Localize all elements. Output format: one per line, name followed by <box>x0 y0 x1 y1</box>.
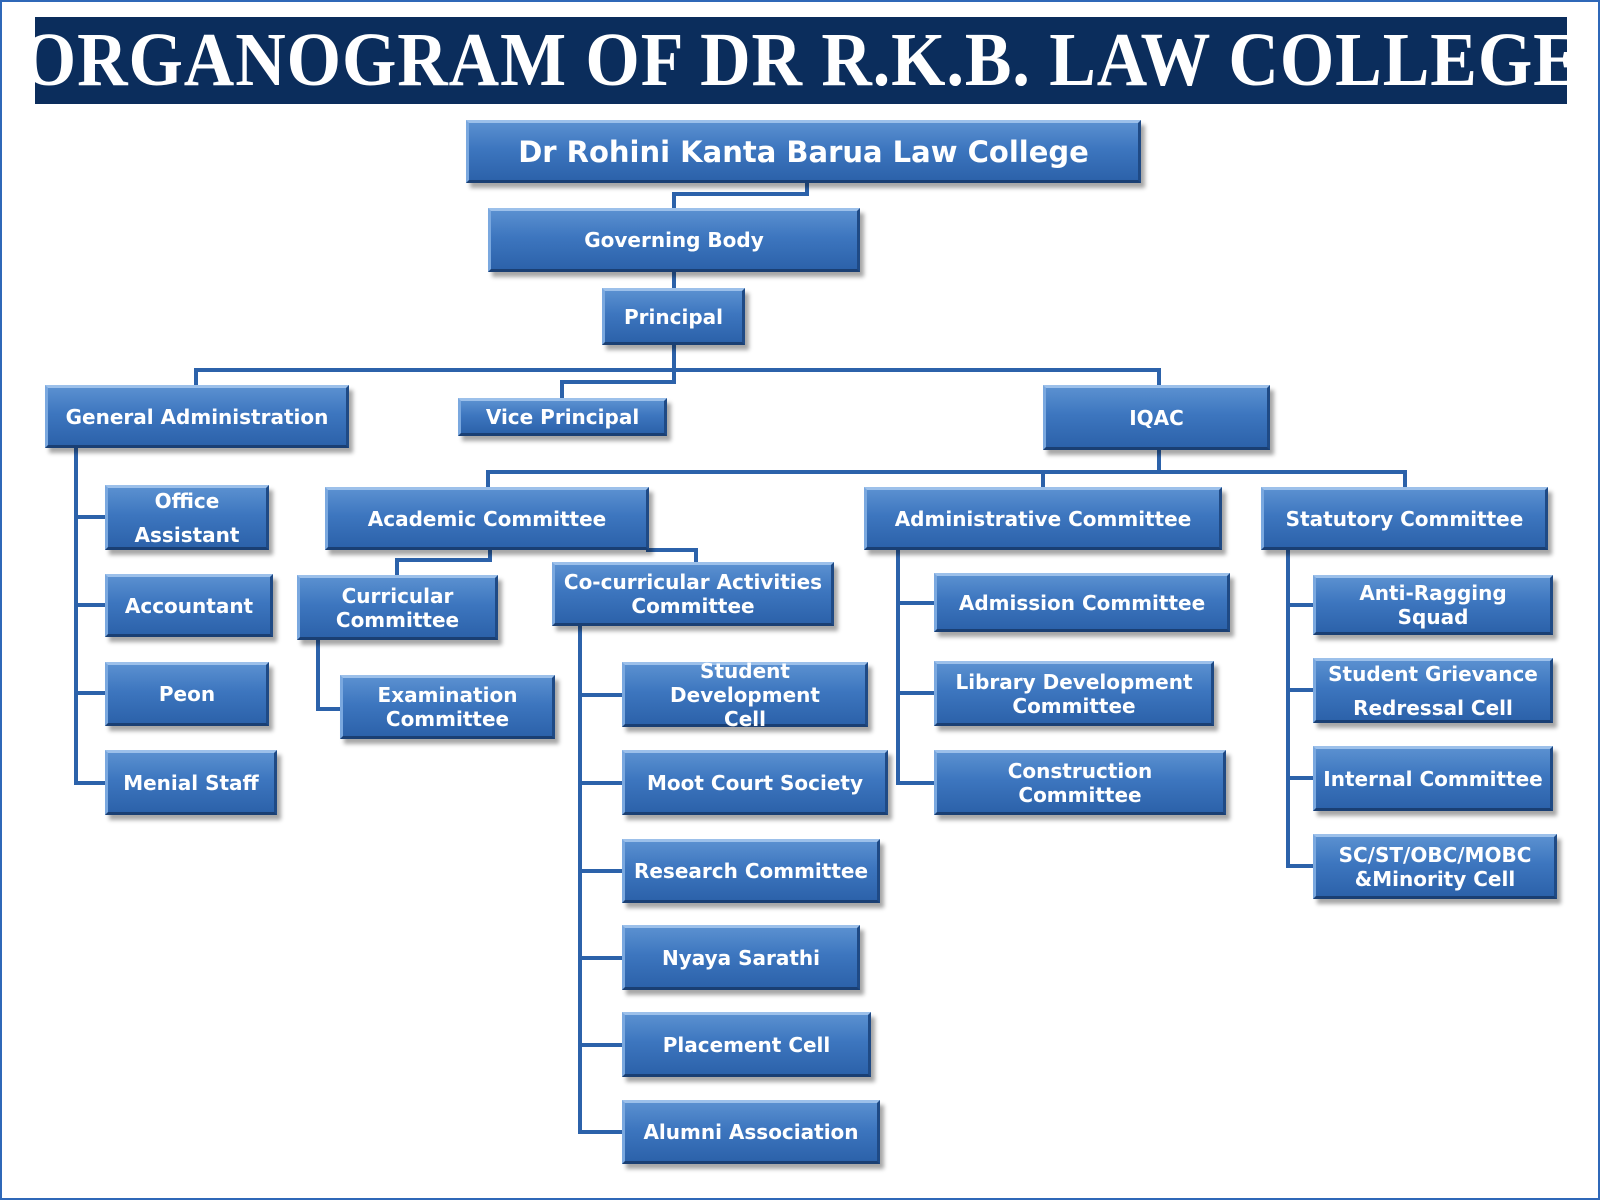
node-principal: Principal <box>602 288 745 345</box>
node-office-assistant: Office Assistant <box>105 485 269 550</box>
node-nyaya-sarathi: Nyaya Sarathi <box>622 925 860 990</box>
node-construction-committee: Construction Committee <box>934 750 1226 815</box>
node-iqac: IQAC <box>1043 385 1270 450</box>
node-governing-body: Governing Body <box>488 208 860 272</box>
node-student-grievance-cell: Student Grievance Redressal Cell <box>1313 658 1553 723</box>
node-examination-committee: Examination Committee <box>340 675 555 739</box>
node-vice-principal: Vice Principal <box>458 398 667 436</box>
connector-curricular-exam <box>316 638 342 711</box>
connector-iqac-bus <box>486 470 1407 489</box>
node-library-development-committee: Library Development Committee <box>934 661 1214 726</box>
node-statutory-committee: Statutory Committee <box>1261 487 1548 550</box>
node-admission-committee: Admission Committee <box>934 573 1230 632</box>
node-moot-court-society: Moot Court Society <box>622 750 888 815</box>
node-alumni-association: Alumni Association <box>622 1100 880 1164</box>
node-curricular-committee: Curricular Committee <box>297 575 498 640</box>
node-internal-committee: Internal Committee <box>1313 746 1553 811</box>
node-anti-ragging-squad: Anti-Ragging Squad <box>1313 575 1553 635</box>
node-college: Dr Rohini Kanta Barua Law College <box>466 120 1141 183</box>
node-peon: Peon <box>105 662 269 726</box>
node-research-committee: Research Committee <box>622 839 880 903</box>
node-cocurricular-committee: Co-curricular Activities Committee <box>552 562 834 626</box>
connector-college-governing <box>672 181 809 210</box>
connector-academic-curricular <box>395 548 492 577</box>
node-placement-cell: Placement Cell <box>622 1012 871 1077</box>
node-accountant: Accountant <box>105 574 273 637</box>
node-general-administration: General Administration <box>45 385 349 448</box>
connector-principal-vice <box>560 368 676 400</box>
node-student-development-cell: Student Development Cell <box>622 659 868 731</box>
node-academic-committee: Academic Committee <box>325 487 649 550</box>
node-administrative-committee: Administrative Committee <box>864 487 1222 550</box>
connector-level2-bus <box>194 368 1161 387</box>
connector-academic-cocurricular <box>646 548 698 564</box>
node-menial-staff: Menial Staff <box>105 750 277 815</box>
page-title: ORGANOGRAM OF DR R.K.B. LAW COLLEGE <box>21 18 1581 102</box>
title-banner: ORGANOGRAM OF DR R.K.B. LAW COLLEGE <box>22 17 1580 104</box>
node-minority-cell: SC/ST/OBC/MOBC &Minority Cell <box>1313 834 1557 899</box>
